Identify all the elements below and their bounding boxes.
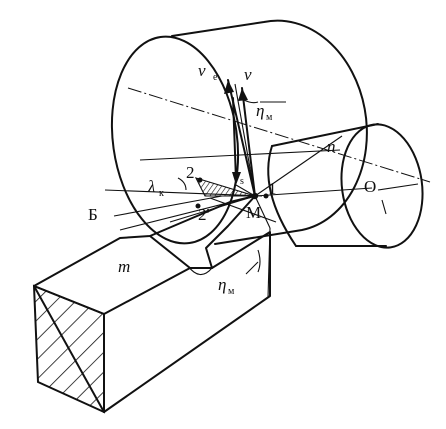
label-lambda: λ <box>147 177 155 196</box>
label-O: O <box>364 177 376 196</box>
label-eta-bottom: η <box>218 275 226 294</box>
label-M: M <box>246 203 261 222</box>
label-B: Б <box>88 205 98 224</box>
label-v: v <box>244 65 252 84</box>
label-m: m <box>118 257 130 276</box>
workpiece-large-cylinder <box>110 19 368 245</box>
label-vs: v <box>232 165 240 184</box>
label-eta-bottom-sub: м <box>228 286 235 297</box>
label-eta-top-sub: м <box>266 112 273 123</box>
label-lambda-sub: к <box>159 188 164 199</box>
velocity-vectors <box>224 79 256 197</box>
label-ve: v <box>198 61 206 80</box>
label-vs-sub: s <box>240 176 244 187</box>
label-ve-sub: e <box>213 72 218 83</box>
shaft-small-cylinder <box>267 123 424 249</box>
label-eta-top: η <box>256 101 264 120</box>
label-point-2-prime: 2' <box>198 205 210 224</box>
angle-marks <box>177 99 286 275</box>
chip-zone <box>194 177 269 209</box>
cutting-tool <box>32 195 271 414</box>
diagram-labels: v e v η м v s n O M 1 2 2' λ к Б m η м <box>88 61 376 297</box>
label-point-2: 2 <box>186 163 195 182</box>
label-point-1: 1 <box>268 179 277 198</box>
label-n: n <box>327 137 336 156</box>
